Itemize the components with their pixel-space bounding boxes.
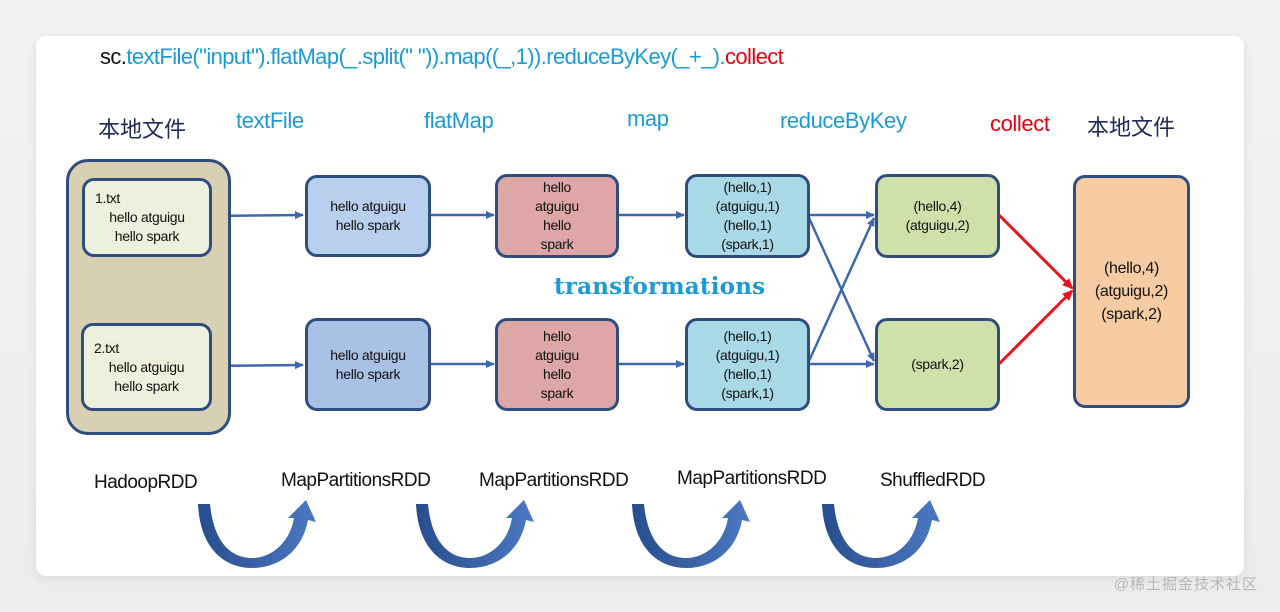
file-name: 1.txt [95, 190, 120, 206]
code-chain: textFile("input").flatMap(_.split(" ")).… [126, 44, 726, 69]
partition-line: (hello,1) [723, 217, 772, 233]
partition-line: (hello,1) [723, 327, 772, 344]
flatmap-partition-2: hello atguigu hello spark [495, 318, 619, 411]
arrow-reduce1-to-result [997, 213, 1074, 290]
rdd-label-mappartitions-2: MapPartitionsRDD [479, 470, 629, 491]
watermark: @稀土掘金技术社区 [1113, 576, 1258, 593]
partition-line: (atguigu,2) [905, 217, 970, 233]
partition-line: hello spark [335, 365, 401, 382]
partition-line: hello [542, 327, 572, 344]
curved-arrow-1 [198, 500, 316, 568]
code-action: collect [725, 44, 784, 69]
partition-line: (spark,1) [721, 384, 774, 401]
arrow-reduce2-to-result [997, 289, 1074, 366]
stage-map-label: map [627, 106, 669, 131]
partition-line: spark [540, 384, 574, 401]
source-file-2: 2.txt hello atguigu hello spark [81, 323, 212, 411]
partition-line: atguigu [535, 346, 579, 363]
map-partition-2: (hello,1) (atguigu,1) (hello,1) (spark,1… [685, 318, 810, 411]
stage-flatmap-label: flatMap [424, 108, 494, 133]
partition-line: hello atguigu [330, 198, 406, 214]
partition-line: hello [542, 365, 572, 382]
curved-arrow-4 [822, 500, 940, 568]
transformations-label: transformations [554, 273, 766, 300]
reducebykey-partition-2: (spark,2) [875, 318, 1000, 411]
partition-line: (hello,1) [723, 179, 772, 195]
rdd-label-mappartitions-3: MapPartitionsRDD [677, 468, 827, 489]
stage-textfile-label: textFile [236, 108, 304, 133]
partition-line: atguigu [535, 198, 579, 214]
reducebykey-partition-1: (hello,4) (atguigu,2) [875, 174, 1000, 258]
partition-line: hello spark [335, 217, 401, 233]
textfile-partition-1: hello atguigu hello spark [305, 175, 431, 257]
file-name: 2.txt [94, 339, 119, 356]
partition-line: (spark,1) [721, 236, 774, 252]
partition-line: (spark,2) [911, 356, 964, 372]
partition-line: hello [542, 179, 572, 195]
file-line: hello spark [114, 377, 179, 394]
result-line: (hello,4) [1103, 260, 1160, 277]
file-line: hello spark [114, 228, 180, 244]
file-line: hello atguigu [108, 358, 185, 375]
partition-line: hello [542, 217, 572, 233]
curved-arrow-3 [632, 500, 750, 568]
flatmap-partition-1: hello atguigu hello spark [495, 174, 619, 258]
partition-line: (hello,4) [913, 198, 962, 214]
collect-result: (hello,4) (atguigu,2) (spark,2) [1073, 175, 1190, 408]
stage-sink-label: 本地文件 [1087, 116, 1176, 141]
code-line: sc.textFile("input").flatMap(_.split(" "… [100, 44, 784, 70]
map-partition-1: (hello,1) (atguigu,1) (hello,1) (spark,1… [685, 174, 810, 258]
diagram-card [36, 36, 1244, 576]
stage-collect-label: collect [990, 111, 1050, 136]
partition-line: (hello,1) [723, 365, 772, 382]
file-line: hello atguigu [109, 209, 185, 225]
result-line: (atguigu,2) [1094, 283, 1169, 300]
rdd-label-mappartitions-1: MapPartitionsRDD [281, 470, 431, 491]
arrow-map2-to-reduce1 [807, 217, 876, 362]
partition-line: hello atguigu [330, 346, 406, 363]
textfile-partition-2: hello atguigu hello spark [305, 318, 431, 411]
rdd-label-shuffled: ShuffledRDD [880, 470, 986, 491]
code-prefix: sc. [100, 44, 127, 69]
source-file-1: 1.txt hello atguigu hello spark [82, 178, 212, 257]
rdd-label-hadoop: HadoopRDD [94, 472, 198, 493]
stage-reducebykey-label: reduceByKey [780, 108, 907, 133]
result-line: (spark,2) [1101, 306, 1162, 323]
stage-source-label: 本地文件 [98, 118, 187, 143]
partition-line: (atguigu,1) [715, 198, 780, 214]
curved-arrow-2 [416, 500, 534, 568]
partition-line: (atguigu,1) [715, 346, 780, 363]
partition-line: spark [540, 236, 574, 252]
